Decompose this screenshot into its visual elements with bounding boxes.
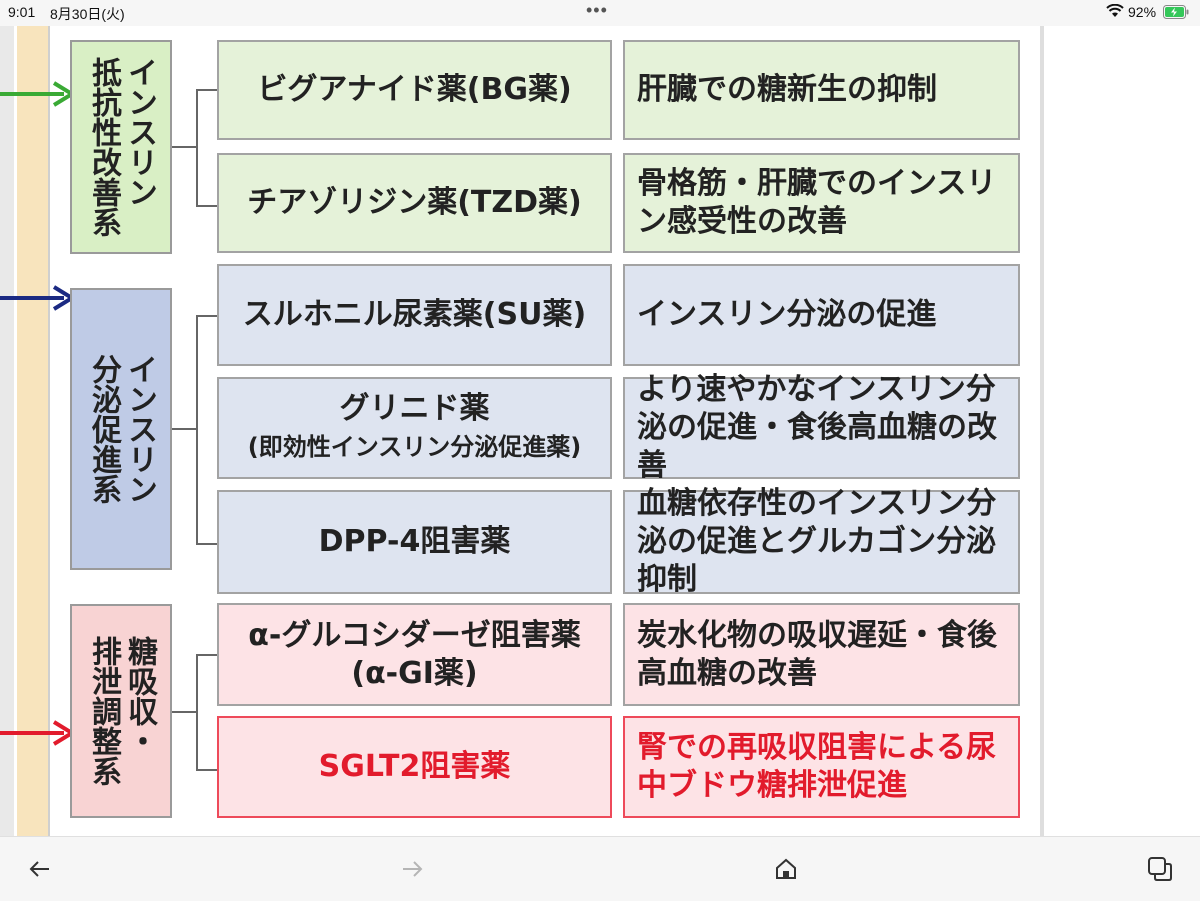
beige-timeline-bar	[17, 26, 49, 836]
status-time: 9:01	[8, 4, 36, 20]
left-margin	[0, 26, 14, 836]
tabs-icon[interactable]	[1146, 855, 1174, 883]
effect-text: 腎での再吸収阻害による尿中ブドウ糖排泄促進	[637, 730, 997, 803]
right-edge-line	[1040, 26, 1044, 836]
divider-line	[48, 26, 50, 836]
battery-percent: 92%	[1128, 4, 1157, 20]
drug-box-dpp4: DPP-4阻害薬	[217, 490, 612, 594]
drug-name: チアゾリジン薬(TZD薬)	[247, 185, 582, 220]
effect-text: 骨格筋・肝臓でのインスリン感受性の改善	[637, 166, 997, 239]
effect-text: 血糖依存性のインスリン分泌の促進とグルカゴン分泌抑制	[637, 486, 997, 597]
drug-subtitle: (α-GI薬)	[351, 655, 478, 691]
bracket-connector	[196, 89, 219, 207]
connector-stub	[172, 428, 196, 430]
drug-box-agi: α-グルコシダーゼ阻害薬 (α-GI薬)	[217, 603, 612, 706]
connector-stub	[172, 711, 196, 713]
drug-name: α-グルコシダーゼ阻害薬	[248, 617, 581, 653]
back-arrow-icon[interactable]	[26, 855, 54, 883]
category-label: インスリン 分泌促進系	[86, 354, 157, 504]
navy-arrow-icon	[0, 285, 76, 311]
wifi-icon	[1106, 4, 1124, 17]
drug-name: DPP-4阻害薬	[318, 524, 511, 559]
effect-box-agi: 炭水化物の吸収遅延・食後高血糖の改善	[623, 603, 1020, 706]
bracket-connector	[196, 654, 219, 771]
effect-box-bg: 肝臓での糖新生の抑制	[623, 40, 1020, 140]
battery-charging-icon	[1163, 5, 1189, 19]
effect-box-dpp4: 血糖依存性のインスリン分泌の促進とグルカゴン分泌抑制	[623, 486, 1020, 597]
effect-text: 炭水化物の吸収遅延・食後高血糖の改善	[637, 617, 997, 691]
drug-name: ビグアナイド薬(BG薬)	[257, 72, 572, 107]
category-insulin-resistance: インスリン 抵抗性改善系	[70, 40, 172, 254]
status-bar: 9:01 8月30日(火) ••• 92%	[0, 0, 1200, 26]
drug-name: スルホニル尿素薬(SU薬)	[242, 297, 587, 332]
effect-text: インスリン分泌の促進	[637, 297, 937, 332]
drug-box-su: スルホニル尿素薬(SU薬)	[217, 264, 612, 366]
category-label: 糖吸収・ 排泄調整系	[86, 636, 157, 786]
drug-box-glinide: グリニド薬 (即効性インスリン分泌促進薬)	[217, 377, 612, 479]
effect-box-glinide: より速やかなインスリン分泌の促進・食後高血糖の改善	[623, 372, 1020, 483]
diagram-content: インスリン 抵抗性改善系 インスリン 分泌促進系 糖吸収・ 排泄調整系 ビグアナ…	[0, 26, 1200, 836]
effect-text: 肝臓での糖新生の抑制	[637, 72, 937, 107]
drug-subtitle: (即効性インスリン分泌促進薬)	[247, 433, 582, 461]
category-glucose-absorption: 糖吸収・ 排泄調整系	[70, 604, 172, 818]
browser-toolbar	[0, 836, 1200, 901]
more-dots-icon[interactable]: •••	[586, 0, 608, 20]
bracket-connector	[196, 315, 219, 545]
effect-box-sglt2: 腎での再吸収阻害による尿中ブドウ糖排泄促進	[623, 716, 1020, 818]
status-date: 8月30日(火)	[50, 6, 125, 22]
effect-box-tzd: 骨格筋・肝臓でのインスリン感受性の改善	[623, 153, 1020, 253]
forward-arrow-icon[interactable]	[398, 855, 426, 883]
drug-name: SGLT2阻害薬	[318, 749, 511, 784]
drug-box-tzd: チアゾリジン薬(TZD薬)	[217, 153, 612, 253]
connector-stub	[172, 146, 196, 148]
home-icon[interactable]	[772, 855, 800, 883]
effect-text: より速やかなインスリン分泌の促進・食後高血糖の改善	[637, 372, 997, 483]
category-label: インスリン 抵抗性改善系	[86, 57, 157, 237]
green-arrow-icon	[0, 81, 76, 107]
red-arrow-icon	[0, 720, 76, 746]
drug-name: グリニド薬	[339, 391, 490, 426]
drug-box-sglt2: SGLT2阻害薬	[217, 716, 612, 818]
category-insulin-secretion: インスリン 分泌促進系	[70, 288, 172, 570]
drug-box-bg: ビグアナイド薬(BG薬)	[217, 40, 612, 140]
effect-box-su: インスリン分泌の促進	[623, 264, 1020, 366]
